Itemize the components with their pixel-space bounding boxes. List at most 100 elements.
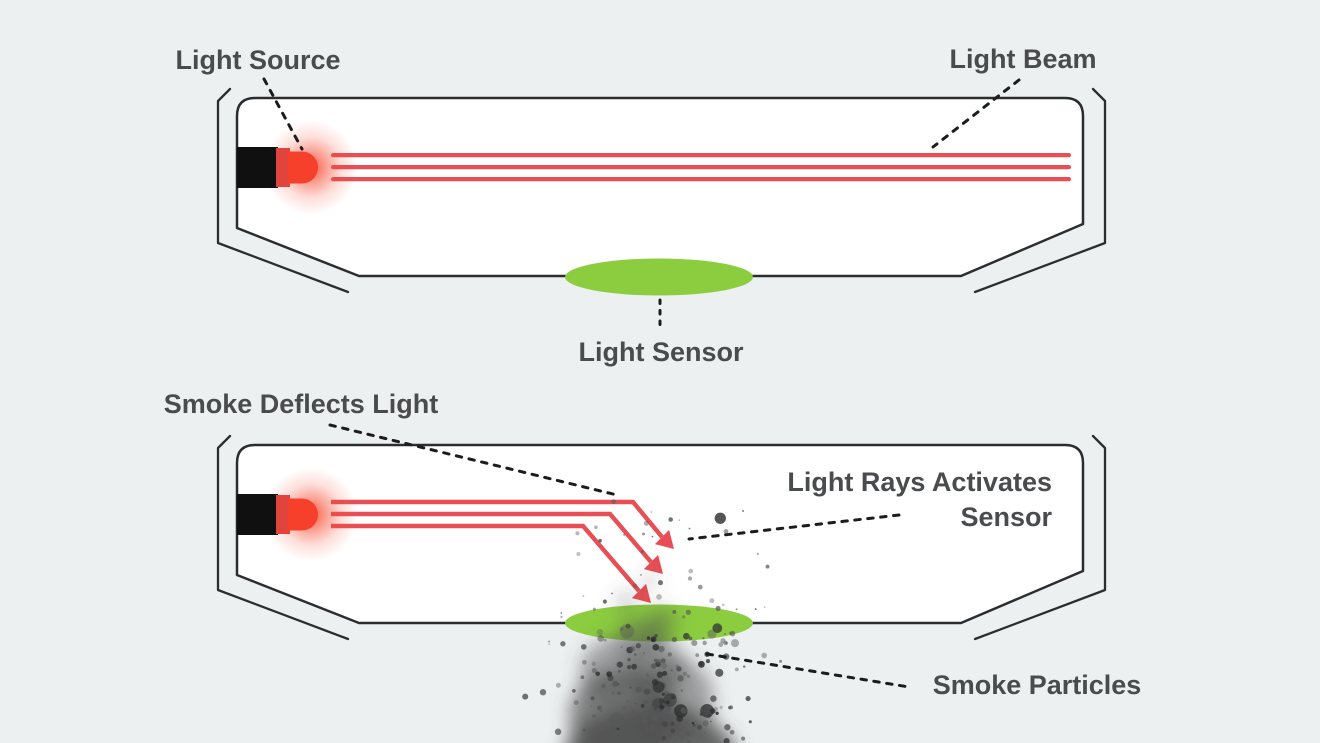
smoke-particle — [661, 729, 667, 735]
smoke-particle — [576, 551, 581, 557]
smoke-particle — [619, 627, 624, 631]
smoke-particle — [702, 640, 707, 646]
smoke-particle — [629, 645, 636, 652]
smoke-particle — [713, 706, 718, 711]
smoke-particle — [651, 714, 659, 722]
smoke-particle — [607, 674, 614, 682]
smoke-particle — [596, 628, 604, 636]
smoke-particle — [640, 703, 645, 708]
smoke-particle — [729, 631, 732, 635]
led-bulb — [288, 498, 318, 531]
smoke-particle — [670, 728, 676, 734]
smoke-particle — [715, 605, 721, 611]
ray-arrowhead — [643, 554, 663, 574]
smoke-particle — [617, 691, 621, 695]
smoke-particle — [680, 689, 683, 692]
smoke-particle — [582, 595, 585, 598]
led-stub — [276, 495, 290, 534]
smoke-particle — [595, 671, 600, 677]
light-sensor-label: Light Sensor — [578, 337, 743, 367]
smoke-particle — [560, 611, 563, 614]
light-source-label: Light Source — [175, 45, 340, 75]
smoke-particle — [742, 509, 745, 513]
light-source-led — [237, 120, 358, 215]
chamber-bracket-left — [216, 87, 350, 294]
smoke-particle — [663, 719, 668, 724]
smoke-particle — [745, 696, 751, 702]
smoke-particle — [667, 652, 672, 657]
smoke-particles-pointer-line — [705, 652, 911, 689]
light-beam-lines — [331, 153, 1071, 182]
smoke-particle — [590, 696, 595, 701]
smoke-particle — [661, 735, 667, 741]
smoke-particle — [692, 723, 696, 727]
smoke-particle — [580, 644, 587, 650]
smoke-particle — [661, 721, 668, 728]
smoke-particle — [547, 640, 551, 643]
smoke-particle — [662, 670, 668, 676]
smoke-particle — [539, 689, 547, 696]
smoke-particle — [730, 639, 740, 648]
smoke-particle — [672, 609, 677, 614]
smoke-particle — [700, 703, 714, 718]
smoke-particle — [616, 661, 623, 668]
smoke-particle — [702, 637, 705, 640]
smoke-particle — [748, 720, 752, 724]
smoke-particle — [649, 705, 656, 711]
smoke-particle — [590, 737, 593, 740]
smoke-particle — [765, 564, 770, 569]
light-source-led — [237, 467, 358, 562]
smoke-particle — [682, 671, 688, 677]
led-bulb — [288, 151, 318, 184]
smoke-particle — [686, 674, 691, 679]
smoke-particle — [629, 686, 632, 689]
smoke-particle — [741, 736, 746, 741]
smoke-chamber-diagram: Smoke Deflects Light Light Rays Activate… — [164, 389, 1141, 743]
smoke-particle — [622, 705, 627, 711]
smoke-particle — [611, 499, 616, 504]
ray-arrowhead — [654, 529, 674, 549]
smoke-particle — [695, 653, 700, 657]
smoke-particle — [555, 682, 561, 688]
smoke-particle — [729, 729, 735, 735]
smoke-particle — [709, 598, 715, 604]
smoke-particle — [597, 705, 602, 711]
smoke-particle — [677, 675, 684, 682]
smoke-particle — [631, 663, 637, 670]
smoke-particle — [594, 525, 598, 530]
smoke-particle — [779, 659, 783, 663]
light-beam-pointer-line — [931, 78, 1021, 149]
smoke-particle — [686, 740, 692, 743]
smoke-particle — [723, 529, 729, 534]
smoke-particle — [656, 671, 664, 678]
smoke-particle — [685, 731, 691, 737]
smoke-particle — [696, 724, 703, 731]
smoke-particle — [522, 693, 529, 700]
smoke-particle — [611, 691, 615, 695]
smoke-particle — [723, 738, 730, 743]
smoke-particle — [756, 552, 759, 555]
smoke-particle — [645, 673, 650, 677]
smoke-particle — [723, 640, 728, 646]
smoke-particle — [734, 667, 739, 672]
smoke-particle — [602, 599, 607, 604]
smoke-particle — [656, 658, 662, 665]
light-source-pointer-line — [262, 77, 304, 151]
smoke-particle — [620, 646, 623, 649]
smoke-particle — [612, 740, 617, 743]
smoke-particle — [580, 675, 585, 680]
smoke-particle — [685, 609, 692, 615]
smoke-particle — [688, 568, 694, 574]
smoke-particle — [670, 722, 675, 727]
smoke-particle — [617, 669, 621, 673]
smoke-particle — [763, 606, 766, 609]
smoke-particle — [590, 705, 593, 708]
smoke-particle — [598, 538, 602, 543]
smoke-particle — [606, 673, 610, 676]
smoke-particle — [687, 576, 693, 581]
smoke-particle — [603, 638, 607, 642]
smoke-particle — [597, 635, 605, 642]
smoke-particle — [650, 636, 657, 643]
smoke-particle — [676, 715, 683, 722]
